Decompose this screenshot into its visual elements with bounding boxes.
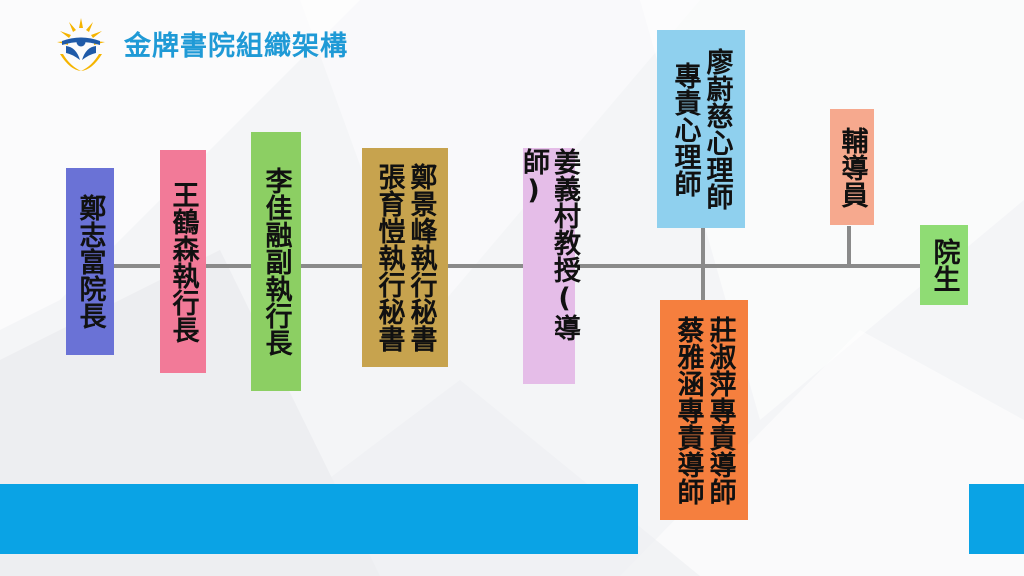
node-executive-director-label: 王鶴森執行長	[167, 180, 199, 343]
node-executive-director: 王鶴森執行長	[160, 150, 206, 373]
node-students-label: 院生	[928, 238, 960, 292]
node-deputy-executive-director-label: 李佳融副執行長	[260, 167, 292, 356]
node-president-label: 鄭志富院長	[74, 194, 106, 329]
school-emblem-icon	[57, 18, 105, 71]
counselor-connector	[847, 226, 851, 266]
mentor-connector	[701, 266, 705, 300]
node-psychologist-2-label: 專責心理師	[669, 61, 701, 197]
psychologist-connector	[701, 228, 705, 266]
node-professor-mentor: 姜義村教授(導師)	[518, 148, 580, 384]
footer-band-right	[969, 484, 1024, 554]
node-deputy-executive-director: 李佳融副執行長	[251, 132, 301, 391]
node-executive-secretaries: 鄭景峰執行秘書 張育愷執行秘書	[362, 148, 448, 367]
node-psychologists: 廖蔚慈心理師 專責心理師	[657, 30, 745, 228]
node-counselor: 輔導員	[830, 109, 874, 225]
node-executive-secretary-2-label: 張育愷執行秘書	[373, 163, 405, 352]
node-mentor-2-label: 蔡雅涵專責導師	[672, 315, 704, 505]
node-mentor-1-label: 莊淑萍專責導師	[704, 315, 736, 505]
node-president: 鄭志富院長	[66, 168, 114, 355]
node-counselor-label: 輔導員	[836, 126, 868, 208]
node-psychologist-1-label: 廖蔚慈心理師	[701, 48, 733, 210]
node-professor-mentor-label: 姜義村教授(導師)	[518, 148, 580, 341]
footer-band-left	[0, 484, 638, 554]
node-students: 院生	[920, 225, 968, 305]
node-executive-secretary-1-label: 鄭景峰執行秘書	[405, 163, 437, 352]
node-mentors: 莊淑萍專責導師 蔡雅涵專責導師	[660, 300, 748, 520]
main-connector-line	[108, 264, 923, 268]
page-title: 金牌書院組織架構	[124, 31, 348, 62]
